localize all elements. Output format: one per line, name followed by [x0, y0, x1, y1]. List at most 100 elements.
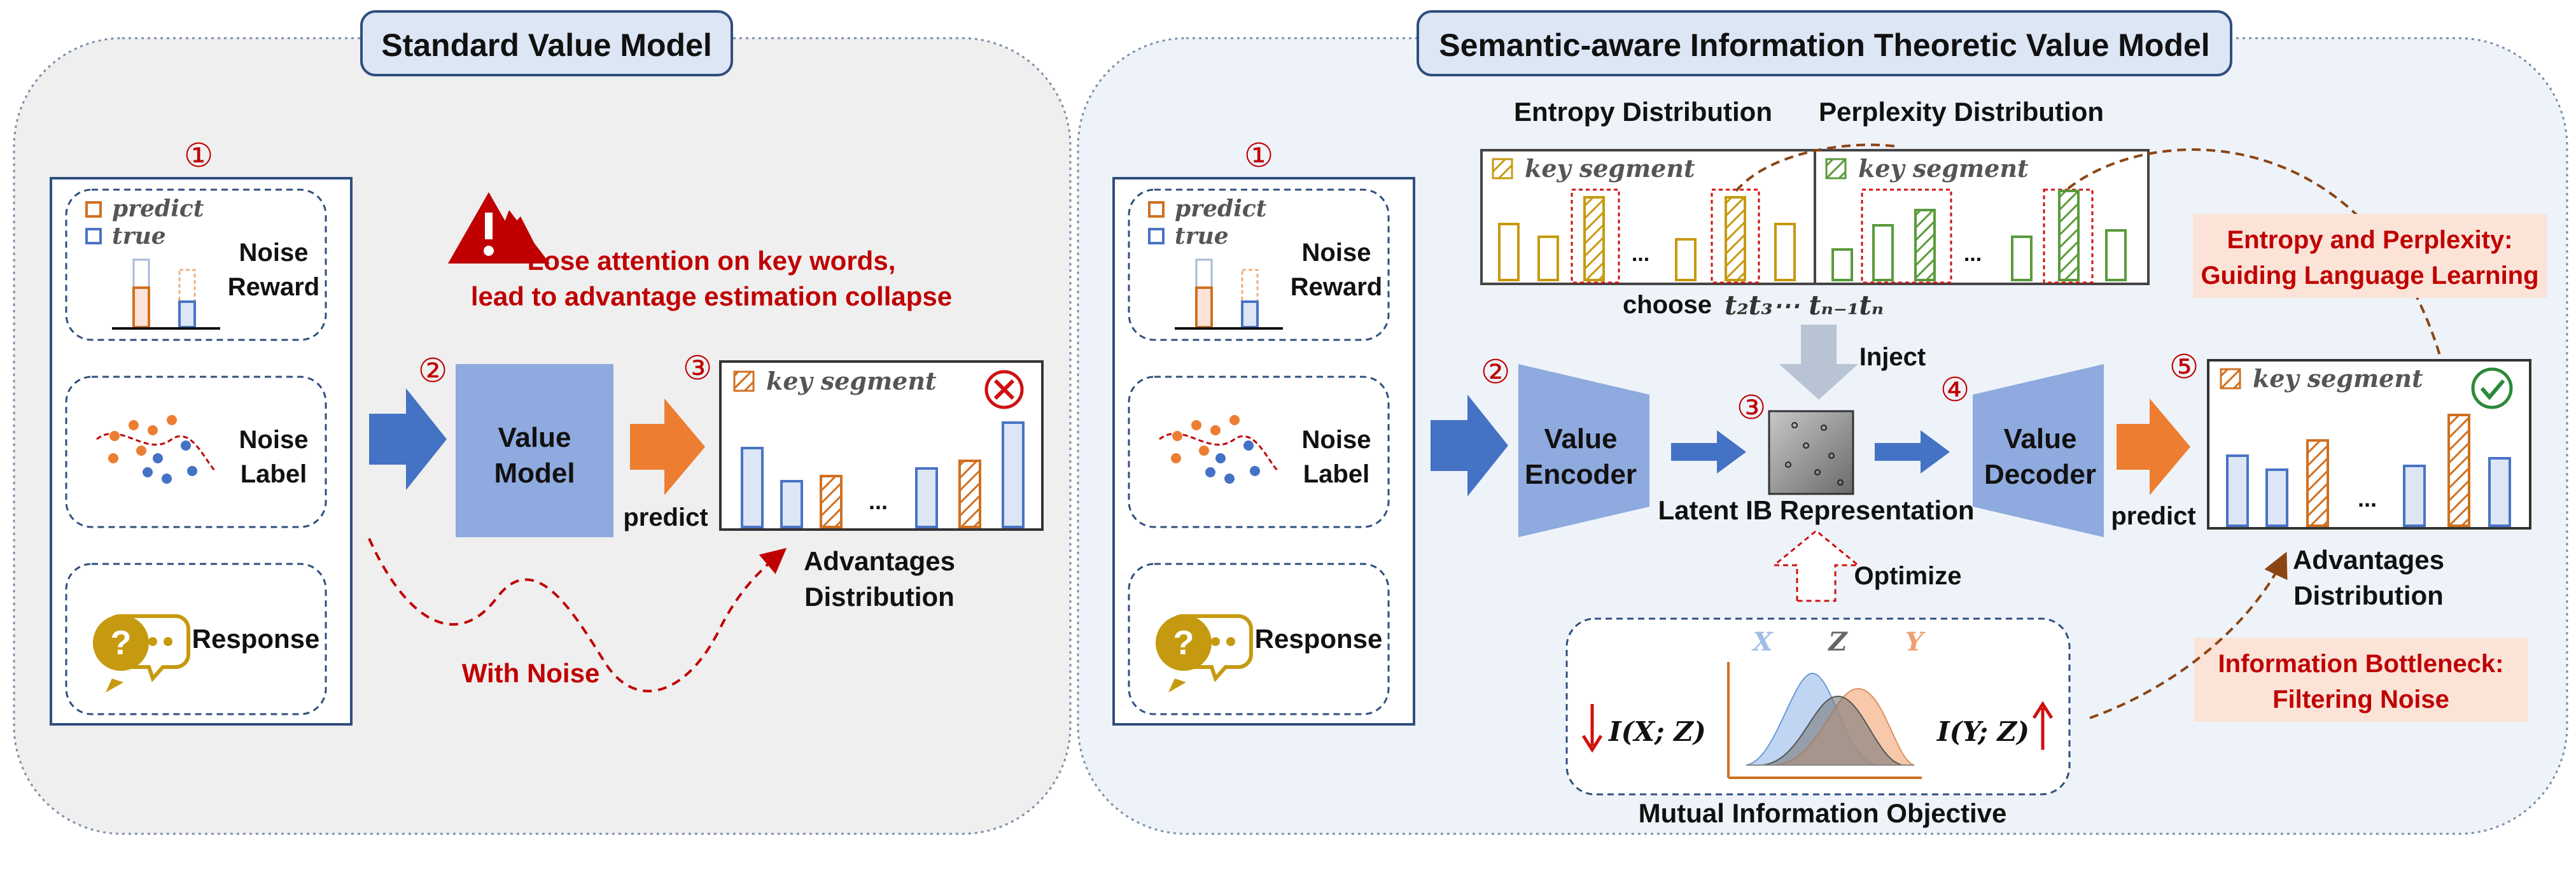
step-5-right: ⑤ [2169, 349, 2199, 386]
legend-predict: predict [112, 195, 204, 222]
right-noise-reward-card [1128, 188, 1390, 341]
left-key-segment: key segment [766, 367, 937, 395]
dist-y-label: Y [1905, 627, 1926, 657]
value-model-box [456, 364, 613, 537]
right-adv-bar-5 [2447, 414, 2470, 527]
reject-icon [984, 370, 1024, 409]
left-key-seg-swatch [733, 370, 755, 392]
left-predict-label: predict [623, 503, 708, 531]
entropy-bar-4 [1675, 238, 1697, 281]
left-adv-bar-2 [780, 480, 803, 528]
svg-text:?: ? [1173, 624, 1194, 662]
optimize-arrow [1771, 530, 1861, 602]
right-panel-title: Semantic-aware Information Theoretic Val… [1439, 27, 2209, 63]
perplexity-ellipsis: ... [1964, 242, 1982, 266]
right-adv-bar-1 [2226, 454, 2249, 527]
latent-dots [1785, 422, 1844, 486]
right-chat-question-icon: ? [1156, 614, 1253, 693]
perplexity-bar-6 [2105, 229, 2127, 281]
right-adv-ellipsis: ... [2358, 486, 2377, 512]
latent-cube [1768, 410, 1854, 495]
step-3-right: ③ [1737, 390, 1767, 426]
warning-text-2: lead to advantage estimation collapse [471, 281, 952, 311]
step-1-right: ① [1244, 137, 1274, 174]
inject-arrow [1779, 325, 1858, 400]
model-to-output-arrow [630, 398, 705, 495]
with-noise-label: With Noise [462, 658, 600, 688]
perplexity-bar-4 [2011, 236, 2033, 281]
entropy-to-perplexity-link [1735, 143, 1897, 192]
dist-z-label: Z [1827, 627, 1848, 657]
warning-text-1: Lose attention on key words, [528, 246, 896, 276]
noise-reward-label-2: Reward [228, 273, 320, 301]
right-reward-bar-predict [1195, 286, 1213, 328]
dist-z-curve [1762, 695, 1903, 766]
ib-note [2194, 638, 2528, 722]
right-legend-true-swatch [1148, 228, 1165, 244]
right-noise-label-label-1: Noise [1302, 426, 1371, 454]
entropy-bars: ... [1498, 188, 1796, 284]
right-advantages-label-2: Distribution [2293, 580, 2444, 610]
right-adv-bar-6 [2488, 457, 2511, 527]
perplexity-bar-1 [1831, 248, 1853, 281]
noise-label-label-2: Label [241, 460, 307, 488]
choose-text: choose [1623, 291, 1712, 319]
mi-down-arrow-icon [1581, 704, 1603, 753]
entropy-key-swatch [1492, 158, 1513, 179]
entropy-highlight-2 [1711, 188, 1760, 284]
right-scatter-icon [1159, 415, 1279, 484]
perplexity-bar-5 [2058, 190, 2080, 281]
perplexity-bar-2 [1872, 224, 1894, 281]
semantic-aware-value-model-panel: Semantic-aware Information Theoretic Val… [1077, 10, 2568, 835]
mi-up-arrow-icon [2032, 701, 2054, 750]
right-predict-label: predict [2111, 502, 2195, 530]
value-model-label-1: Value [498, 422, 571, 453]
noise-label-label-1: Noise [239, 426, 309, 454]
warning-icon [448, 192, 550, 264]
ib-note-2: Filtering Noise [2272, 686, 2449, 714]
ib-to-output-link [2089, 551, 2288, 719]
mi-left-label: I(X; Z) [1608, 716, 1706, 747]
value-decoder-box [1973, 364, 2104, 537]
svg-text:?: ? [111, 624, 132, 662]
latent-to-decoder-arrow [1875, 430, 1950, 474]
left-adv-bars: ... [741, 421, 1025, 528]
chat-question-icon: ? [93, 614, 190, 693]
left-panel-title: Standard Value Model [381, 27, 712, 63]
perplexity-key-swatch [1825, 158, 1847, 179]
choose-tokens: t₂t₃⋯ tₙ₋₁tₙ [1725, 290, 1884, 321]
decoder-to-output-arrow [2117, 398, 2190, 495]
right-adv-bar-2 [2265, 468, 2288, 527]
perplexity-distribution-title: Perplexity Distribution [1819, 97, 2104, 127]
left-adv-ellipsis: ... [869, 488, 888, 514]
entropy-highlight-1 [1571, 188, 1620, 284]
right-noise-label-card [1128, 376, 1390, 528]
dist-x-label: X [1751, 627, 1774, 657]
scatter-icon [96, 415, 216, 484]
perplexity-key-segment: key segment [1858, 154, 2029, 183]
value-decoder-label-1: Value [2004, 423, 2077, 454]
optimize-label: Optimize [1854, 562, 1962, 590]
entropy-bar-6 [1774, 223, 1796, 281]
mi-right-label: I(Y; Z) [1936, 716, 2029, 747]
right-noise-reward-label-2: Reward [1291, 273, 1383, 301]
right-reward-bar-true [1241, 300, 1259, 328]
left-advantages-label-1: Advantages [804, 546, 955, 576]
step-4-right: ④ [1940, 372, 1970, 409]
entropy-perplexity-note-2: Guiding Language Learning [2201, 262, 2538, 290]
left-adv-bar-4 [915, 467, 938, 528]
legend-predict-swatch [85, 201, 102, 218]
right-legend-true: true [1175, 223, 1229, 250]
mi-objective-label: Mutual Information Objective [1639, 798, 2007, 828]
step-3-left: ③ [683, 350, 713, 387]
right-response-label: Response [1255, 624, 1383, 654]
perplexity-bars: ... [1831, 188, 2127, 284]
left-adv-bar-3 [820, 475, 843, 528]
entropy-bar-2 [1537, 236, 1559, 281]
step-2-right: ② [1481, 354, 1511, 391]
right-adv-bar-4 [2403, 465, 2426, 527]
value-model-label-2: Model [494, 458, 575, 489]
right-panel-title-box [1417, 10, 2232, 76]
entropy-bar-1 [1498, 223, 1520, 281]
